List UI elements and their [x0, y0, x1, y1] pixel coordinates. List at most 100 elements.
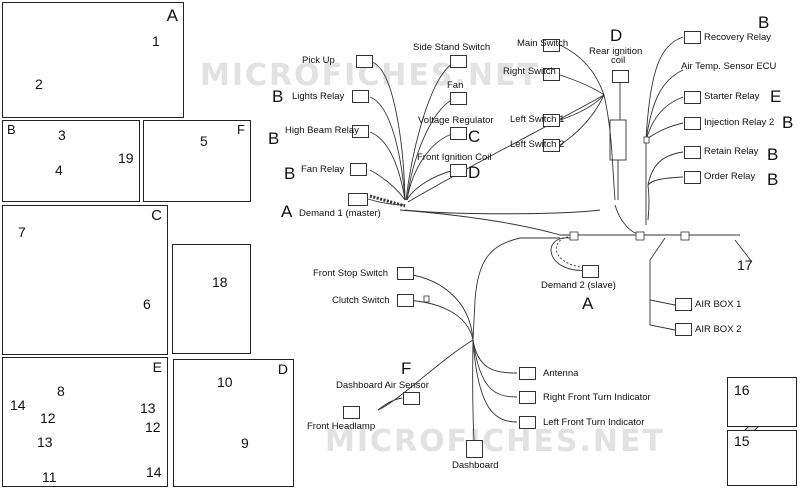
connector-starter-relay — [684, 91, 701, 104]
ref-letter-front-coil-d: D — [468, 163, 481, 182]
panel-16 — [727, 377, 797, 427]
connector-rear-ignition-coil — [612, 70, 629, 83]
ref-letter-recovery-b: B — [758, 13, 770, 32]
ref-letter-fan-relay-b: B — [284, 164, 296, 183]
ref-letter-high-beam-b: B — [268, 129, 280, 148]
part-number-12b: 12 — [145, 419, 161, 435]
label-recovery-relay: Recovery Relay — [704, 32, 772, 43]
panel-f: F — [143, 120, 251, 202]
label-lights-relay: Lights Relay — [292, 91, 345, 102]
part-number-7: 7 — [18, 224, 26, 240]
panel-letter-e: E — [152, 359, 162, 375]
connector-left-front-turn — [519, 416, 536, 429]
panel-letter-d: D — [277, 361, 288, 377]
label-order-relay: Order Relay — [704, 171, 756, 182]
part-number-15: 15 — [734, 433, 750, 449]
ref-letter-demand1-a: A — [281, 202, 293, 221]
label-fan: Fan — [447, 80, 464, 91]
label-pick-up: Pick Up — [302, 55, 335, 66]
connector-air-box-1 — [675, 298, 692, 311]
label-air-temp-sensor: Air Temp. Sensor ECU — [681, 61, 777, 72]
connector-right-switch — [543, 68, 560, 81]
connector-antenna — [519, 367, 536, 380]
label-left-switch-1: Left Switch 1 — [510, 114, 565, 125]
panel-letter-f: F — [237, 122, 245, 137]
part-number-3: 3 — [58, 127, 66, 143]
part-number-11: 11 — [42, 469, 57, 485]
ref-letter-dash-sensor-f: F — [401, 359, 412, 378]
label-main-switch: Main Switch — [517, 38, 569, 49]
ref-letter-rear-coil-d: D — [610, 26, 623, 45]
connector-right-front-turn — [519, 391, 536, 404]
part-number-5: 5 — [200, 133, 208, 149]
connector-pick-up — [356, 55, 373, 68]
connector-front-ignition-coil — [450, 164, 467, 177]
label-side-stand-switch: Side Stand Switch — [413, 42, 491, 53]
ref-letter-retain-b: B — [767, 145, 779, 164]
part-number-6: 6 — [143, 296, 151, 312]
panel-b: B — [2, 120, 140, 202]
label-right-front-turn: Right Front Turn Indicator — [543, 392, 651, 403]
part-number-8: 8 — [57, 383, 65, 399]
connector-front-headlamp — [343, 406, 360, 419]
panel-letter-c: C — [151, 207, 162, 224]
connector-main-switch — [543, 39, 560, 52]
part-number-2: 2 — [35, 76, 43, 92]
label-air-box-2: AIR BOX 2 — [695, 324, 742, 335]
label-injection-relay-2: Injection Relay 2 — [704, 117, 775, 128]
connector-clutch-switch — [397, 294, 414, 307]
part-number-10: 10 — [217, 374, 233, 390]
label-air-box-1: AIR BOX 1 — [695, 299, 742, 310]
connector-fan-relay — [350, 163, 367, 176]
part-number-13a: 13 — [37, 434, 53, 450]
panel-a: A — [2, 2, 184, 118]
connector-fan — [450, 92, 467, 105]
label-clutch-switch: Clutch Switch — [332, 295, 390, 306]
label-left-switch-2: Left Switch 2 — [510, 139, 565, 150]
connector-high-beam-relay — [352, 125, 369, 138]
part-number-12a: 12 — [40, 410, 56, 426]
label-starter-relay: Starter Relay — [704, 91, 760, 102]
part-number-16: 16 — [734, 382, 750, 398]
connector-demand-1 — [348, 193, 368, 206]
part-number-18: 18 — [212, 274, 228, 290]
part-number-13b: 13 — [140, 400, 156, 416]
part-number-14a: 14 — [10, 397, 26, 413]
connector-injection-relay — [684, 117, 701, 130]
watermark-bottom: MICROFICHES.NET — [325, 424, 665, 459]
label-voltage-regulator: Voltage Regulator — [418, 115, 494, 126]
connector-air-box-2 — [675, 323, 692, 336]
part-number-4: 4 — [55, 162, 63, 178]
panel-letter-b: B — [7, 122, 16, 137]
connector-demand-2 — [582, 265, 599, 278]
panel-d: D — [173, 359, 294, 487]
label-fan-relay: Fan Relay — [301, 164, 345, 175]
label-retain-relay: Retain Relay — [704, 146, 759, 157]
connector-recovery-relay — [684, 31, 701, 44]
ref-letter-injection-b: B — [782, 113, 794, 132]
ref-letter-starter-e: E — [770, 87, 782, 106]
panel-15 — [727, 430, 797, 486]
part-number-1: 1 — [152, 33, 160, 49]
label-front-headlamp: Front Headlamp — [307, 421, 376, 432]
label-high-beam-relay: High Beam Relay — [285, 125, 359, 136]
label-demand-2: Demand 2 (slave) — [541, 280, 616, 291]
connector-dashboard — [466, 440, 483, 458]
panel-18 — [172, 244, 251, 354]
connector-voltage-regulator — [450, 127, 467, 140]
label-rear-ignition: Rear ignition — [589, 46, 643, 57]
part-number-19: 19 — [118, 150, 134, 166]
panel-c: C — [2, 205, 168, 355]
label-dashboard: Dashboard — [452, 460, 499, 471]
ref-letter-lights-b: B — [272, 87, 284, 106]
label-dashboard-air-sensor: Dashboard Air Sensor — [336, 380, 429, 391]
label-front-stop-switch: Front Stop Switch — [313, 268, 388, 279]
connector-left-switch-2 — [543, 139, 560, 152]
label-antenna: Antenna — [543, 368, 579, 379]
label-left-front-turn: Left Front Turn Indicator — [543, 417, 645, 428]
panel-e: E — [2, 357, 168, 487]
panel-letter-a: A — [166, 6, 178, 25]
ref-letter-order-b: B — [767, 170, 779, 189]
connector-side-stand — [450, 55, 467, 68]
ref-letter-voltage-c: C — [468, 127, 481, 146]
